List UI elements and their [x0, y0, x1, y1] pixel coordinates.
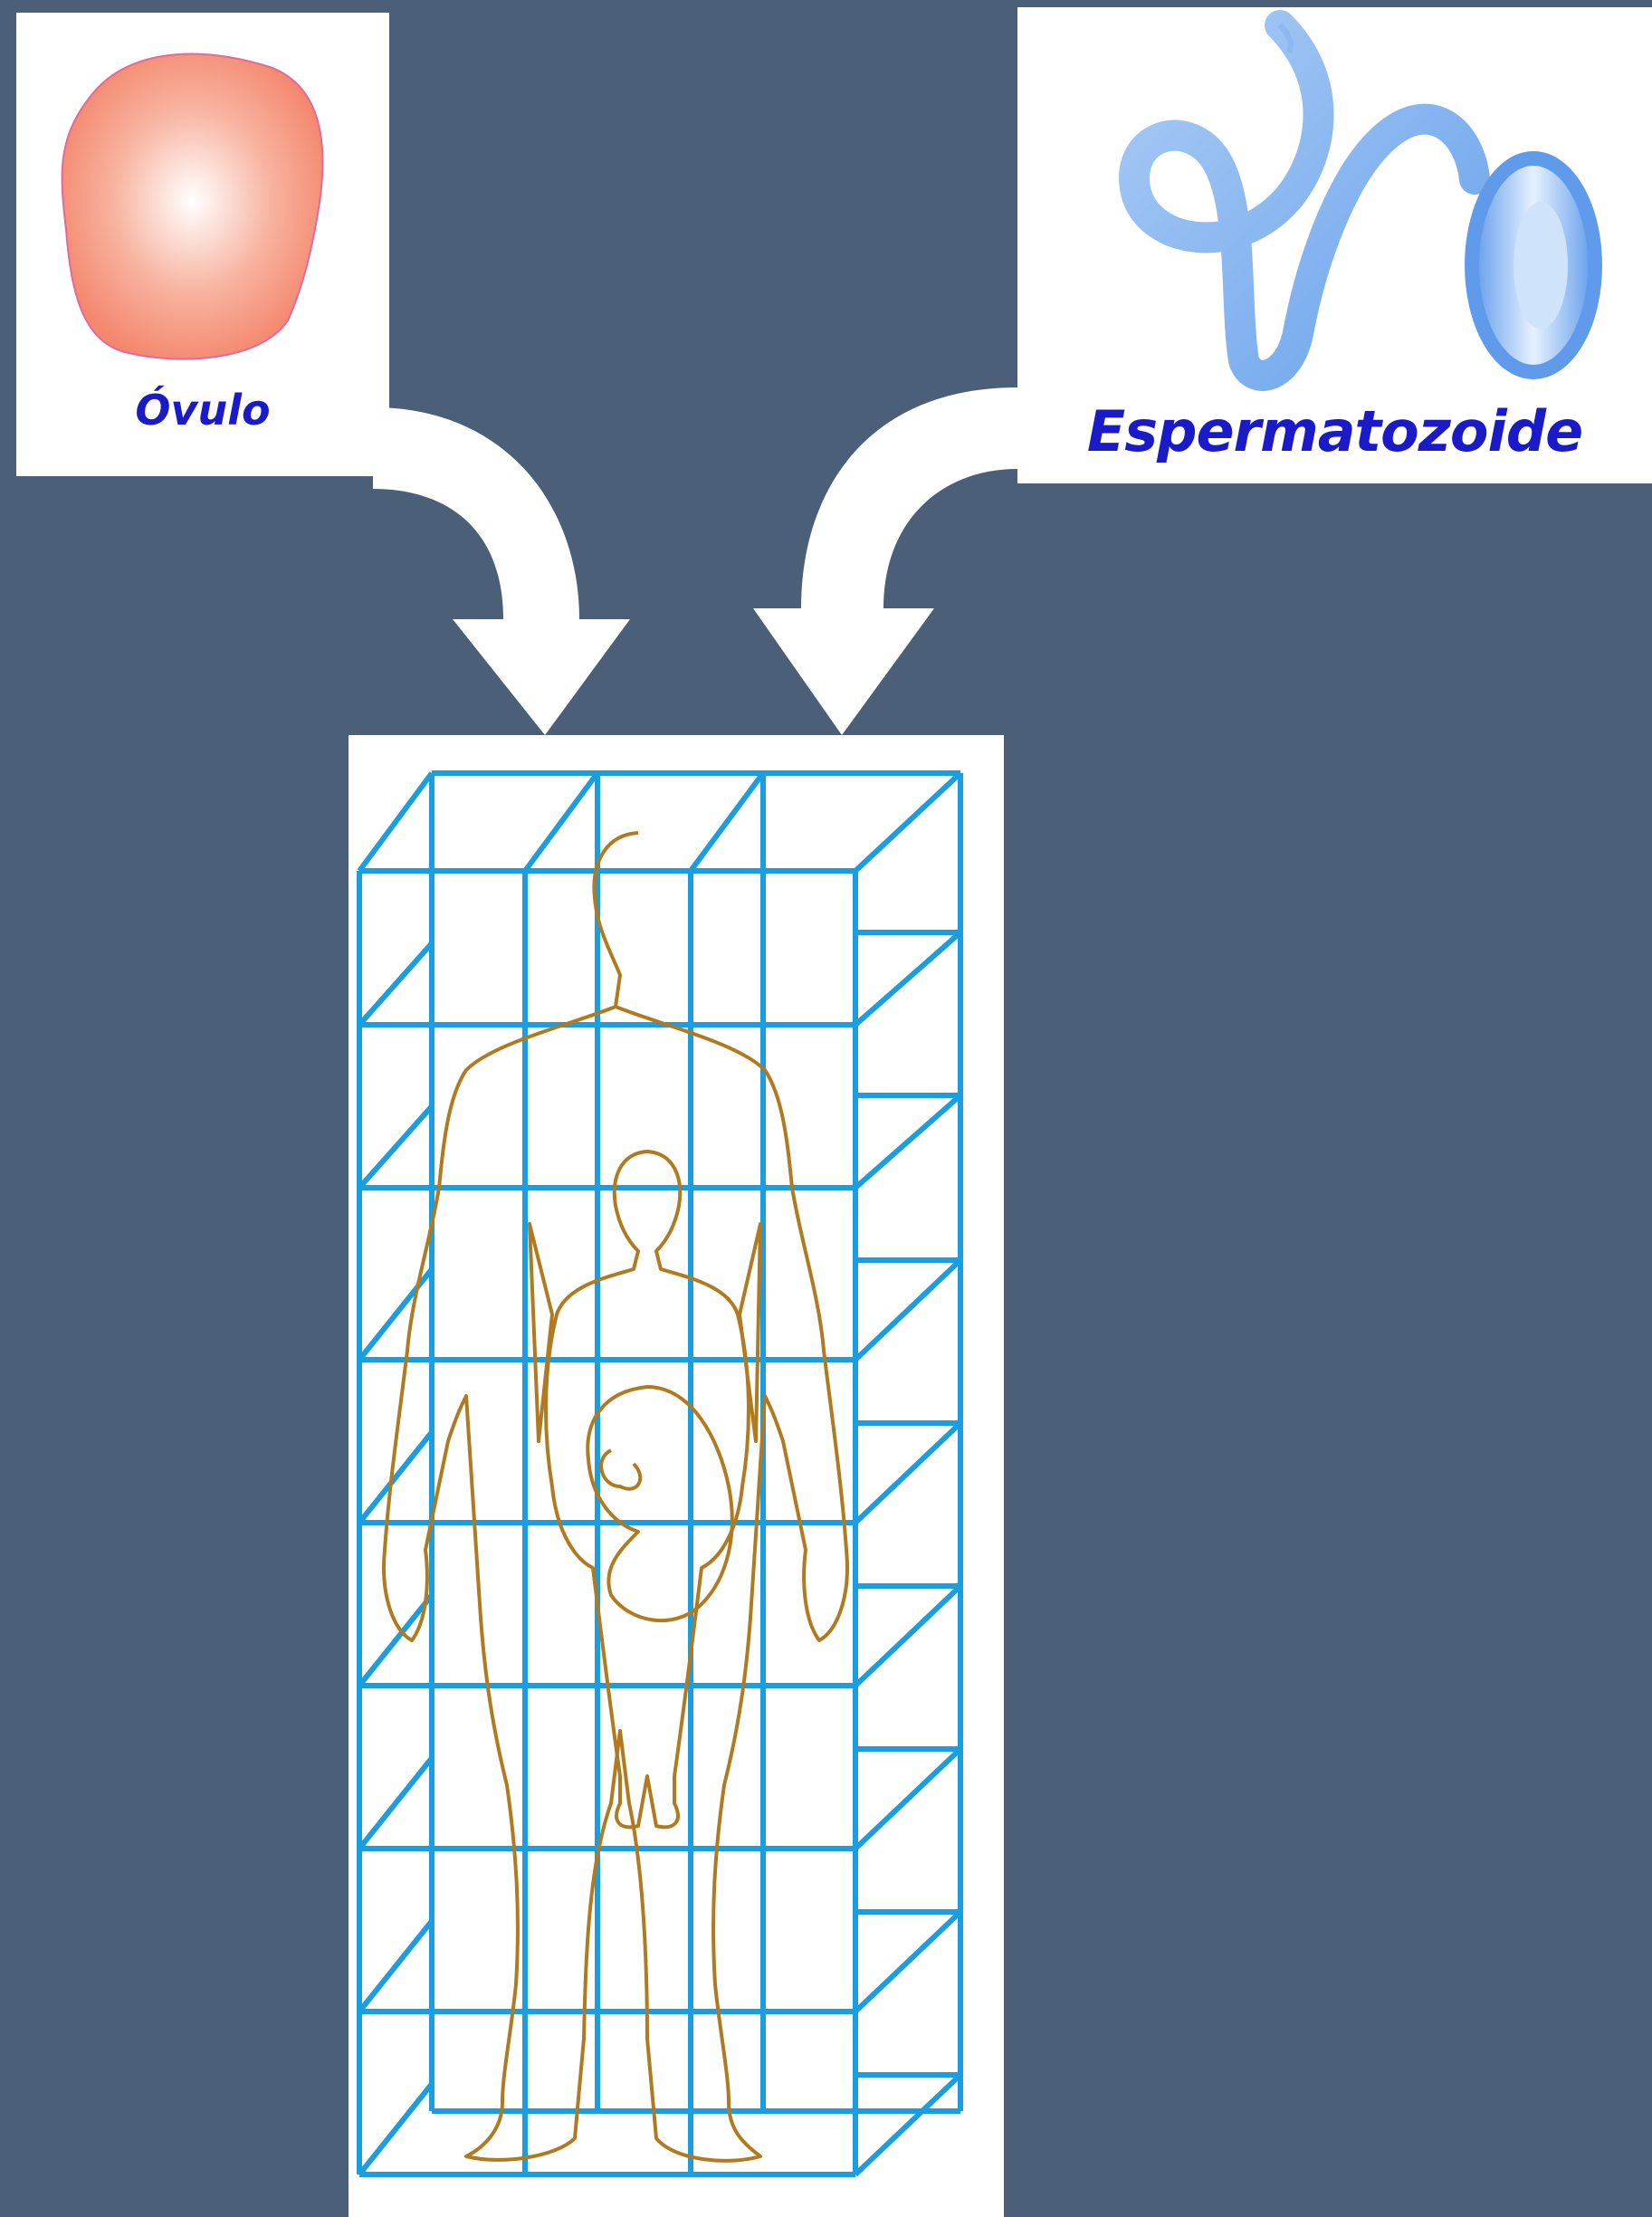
fetus-outline: [586, 1385, 734, 1623]
egg-cell: [61, 53, 324, 360]
sperm-cell-image: [1119, 10, 1602, 391]
egg-label: Óvulo: [135, 386, 271, 435]
egg-card: Óvulo: [16, 13, 389, 476]
sperm-card: Espermatozoide: [1017, 7, 1652, 483]
sperm-tail-tip: [1277, 23, 1294, 54]
sperm-tail: [1119, 10, 1490, 391]
child-outline: [544, 1150, 750, 1830]
grid-human-figure: [357, 770, 963, 2177]
right-arrow: [753, 387, 1017, 735]
human-outlines: [382, 831, 849, 2163]
fetus-limb: [599, 1448, 643, 1491]
left-arrow: [373, 407, 630, 735]
child-arm-right: [738, 1222, 762, 1443]
sperm-label: Espermatozoide: [1086, 398, 1583, 464]
grid-human-card: [349, 735, 1004, 2217]
child-arm-left: [528, 1222, 554, 1443]
cubic-grid: [357, 770, 963, 2177]
adult-outline: [382, 831, 849, 2163]
egg-cell-image: [61, 53, 324, 360]
